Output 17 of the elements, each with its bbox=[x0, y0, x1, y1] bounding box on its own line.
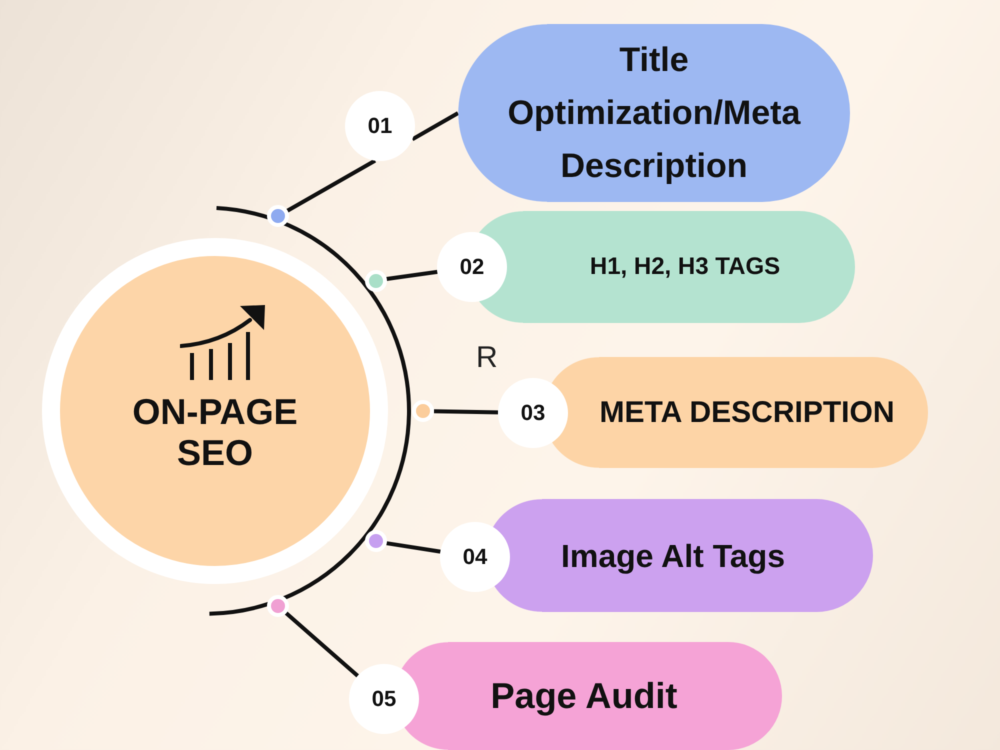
connector-line bbox=[386, 270, 438, 281]
step-number: 02 bbox=[460, 254, 484, 280]
step-number: 01 bbox=[368, 113, 392, 139]
letter-label: R bbox=[476, 343, 498, 373]
step-number: 04 bbox=[462, 544, 488, 570]
topic-label: H1, H2, H3 TAGS bbox=[590, 252, 780, 282]
topic-label: Image Alt Tags bbox=[560, 536, 786, 576]
connector-line bbox=[286, 158, 376, 213]
connector-line bbox=[434, 409, 498, 414]
connector-line bbox=[386, 541, 441, 554]
step-number: 05 bbox=[372, 686, 396, 712]
topic-label: META DESCRIPTION bbox=[599, 394, 894, 430]
hub-title: ON-PAGE SEO bbox=[131, 391, 299, 473]
topic-label: Title Optimization/Meta Description bbox=[506, 40, 802, 186]
topic-label: Page Audit bbox=[490, 674, 678, 718]
step-number: 03 bbox=[520, 400, 546, 426]
connector-line bbox=[411, 111, 459, 142]
